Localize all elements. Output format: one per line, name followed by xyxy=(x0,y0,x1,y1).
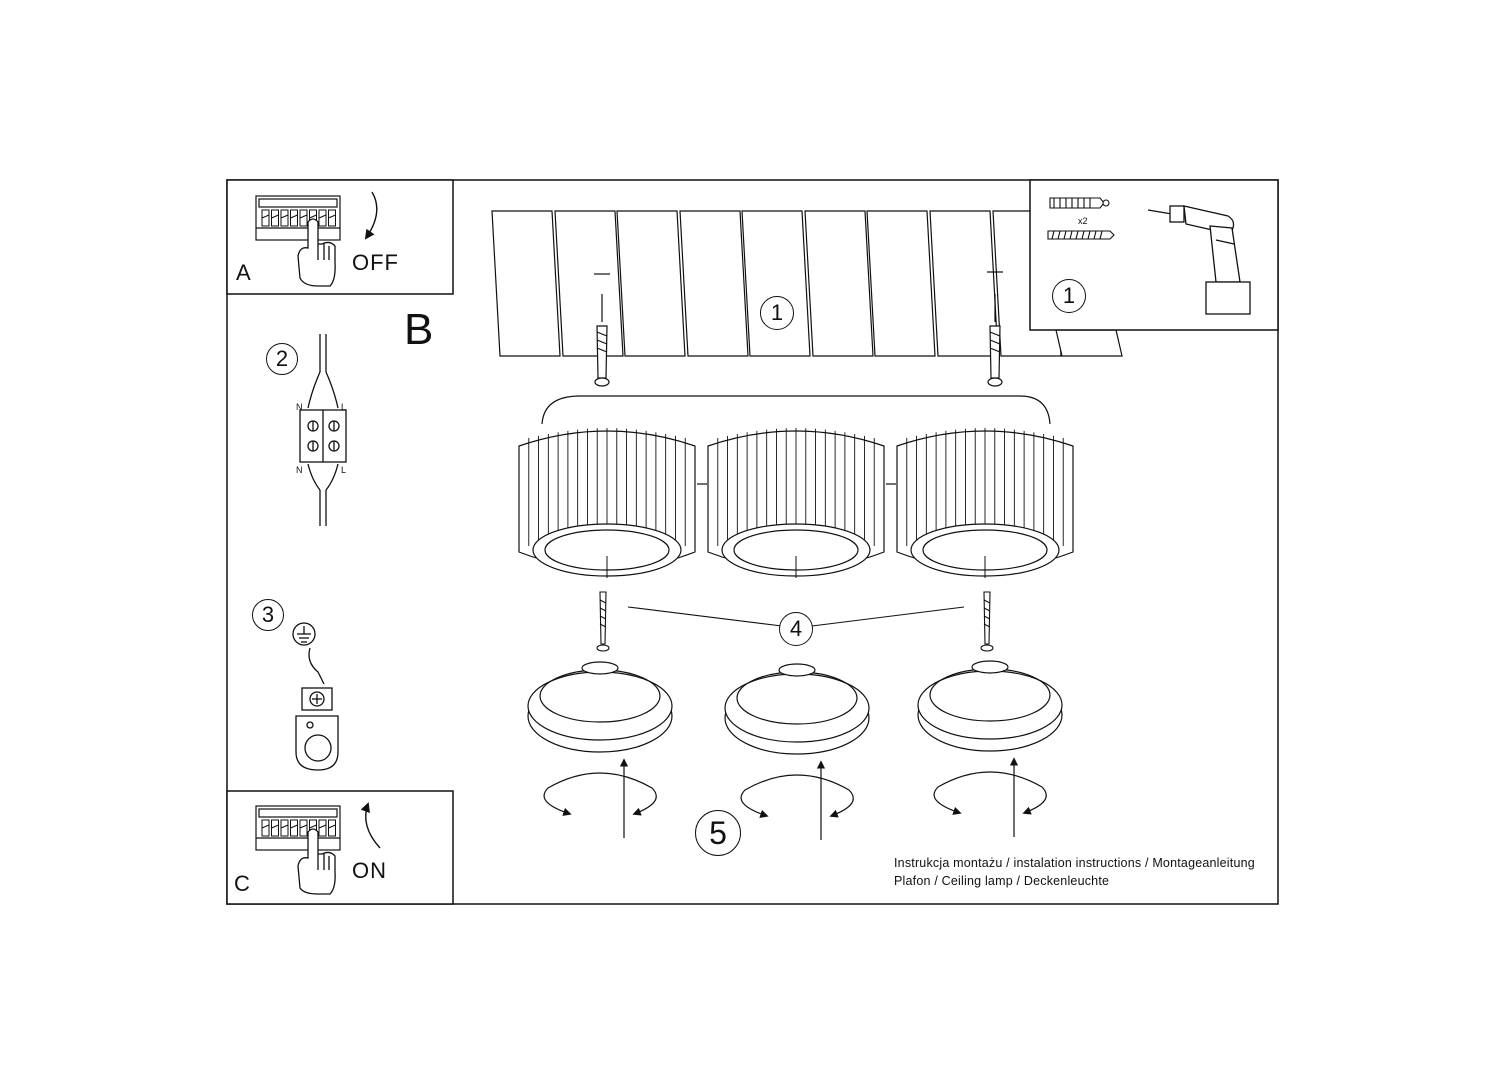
panel-c xyxy=(226,790,454,905)
off-label: OFF xyxy=(352,250,399,275)
hand-icon xyxy=(297,828,336,895)
panel-a-letter: A xyxy=(236,260,251,285)
ceiling-panel xyxy=(491,210,1123,357)
breaker-box-icon xyxy=(255,195,341,241)
rotate-arrow-icon xyxy=(933,757,1047,837)
tools-step-1-marker: 1 xyxy=(1052,279,1086,313)
hand-icon xyxy=(297,218,336,287)
screw-icon xyxy=(1047,230,1115,240)
terminal-n-top: N xyxy=(296,402,303,412)
ceiling-plank xyxy=(929,210,999,357)
step-4-marker: 4 xyxy=(779,612,813,646)
wall-plug-icon xyxy=(1049,197,1110,209)
lamp-body xyxy=(518,395,1074,578)
ceiling-plank xyxy=(679,210,749,357)
on-label: ON xyxy=(352,858,387,883)
drill-icon xyxy=(1147,205,1251,315)
light-disc xyxy=(527,661,673,753)
step-2-marker: 2 xyxy=(266,343,298,375)
breaker-switches xyxy=(261,209,336,227)
light-discs xyxy=(527,660,1063,840)
ceiling-plank xyxy=(1055,329,1123,357)
rotate-arrow-icon xyxy=(543,758,657,838)
breaker-box-icon xyxy=(255,805,341,851)
light-disc xyxy=(917,660,1063,752)
ceiling-screws xyxy=(594,271,1003,387)
switch-on-arrow-icon xyxy=(360,802,381,849)
ceiling-plank xyxy=(554,210,624,357)
ceiling-plank xyxy=(491,210,561,357)
disc-screws xyxy=(596,591,994,652)
terminal-l-bottom: L xyxy=(341,465,347,475)
step-5-marker: 5 xyxy=(695,810,741,856)
quantity-label: x2 xyxy=(1078,216,1088,226)
lamp-shade xyxy=(896,428,1074,578)
earth-terminal-diagram xyxy=(292,622,339,771)
footer-instructions: Instrukcja montażu / instalation instruc… xyxy=(894,856,1255,870)
lamp-shade xyxy=(518,428,696,578)
ceiling-plank xyxy=(741,210,811,357)
light-disc xyxy=(724,663,870,755)
panel-a xyxy=(226,179,454,295)
rotate-arrow-icon xyxy=(740,760,854,840)
panel-b-letter: B xyxy=(404,305,434,354)
ceiling-plank xyxy=(866,210,936,357)
step-3-marker: 3 xyxy=(252,599,284,631)
terminal-n-bottom: N xyxy=(296,465,303,475)
lamp-base-plate xyxy=(541,395,1051,425)
terminal-l-top: L xyxy=(341,402,347,412)
switch-off-arrow-icon xyxy=(364,191,378,240)
lamp-shade xyxy=(707,428,885,578)
footer-product: Plafon / Ceiling lamp / Deckenleuchte xyxy=(894,874,1110,888)
ceiling-plank xyxy=(804,210,874,357)
sheet-frame xyxy=(226,179,1279,905)
terminal-block-diagram xyxy=(299,334,347,526)
ceiling-plank xyxy=(616,210,686,357)
step-1-marker: 1 xyxy=(760,296,794,330)
panel-c-letter: C xyxy=(234,871,250,896)
